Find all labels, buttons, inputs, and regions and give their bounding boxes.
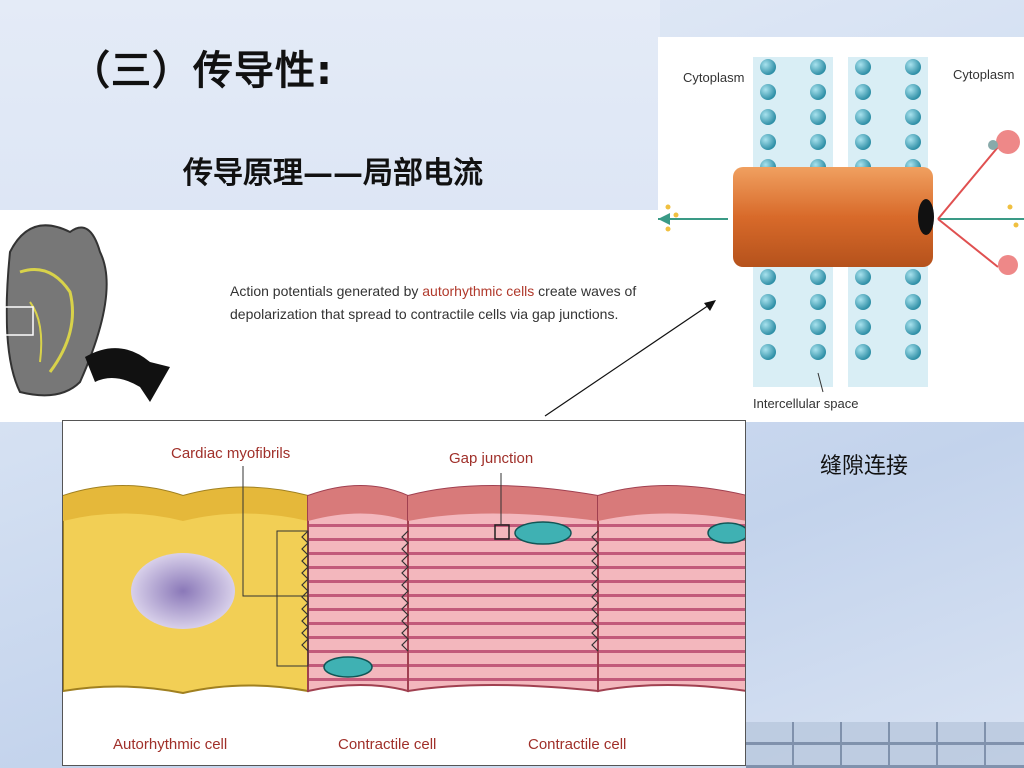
slide-title: （三）传导性: [70, 48, 333, 94]
small-molecules [665, 204, 1019, 232]
gap-junction-cn-label: 缝隙连接 [820, 454, 909, 479]
heart-illustration [4, 224, 170, 402]
contractile-cell-2-label: Contractile cell [528, 736, 627, 753]
ion-arrow-up [937, 146, 999, 220]
contractile-cell-1-label: Contractile cell [338, 736, 437, 753]
ion-arrow-down [937, 218, 999, 268]
title-band [0, 0, 660, 210]
ion-sphere [988, 140, 998, 150]
caption-text: Action potentials generated by autorhyth… [230, 280, 650, 325]
cardiac-myofibrils-label: Cardiac myofibrils [171, 445, 291, 462]
contractile-cell-2-shape [407, 485, 599, 693]
leader-line [817, 372, 824, 393]
myofibrils-bracket [276, 530, 309, 667]
contractile-cell-1-shape [307, 485, 409, 693]
caption-part2: create waves of depolarization that spre… [230, 283, 637, 322]
cardiac-cells-svg [63, 466, 745, 695]
caption-highlight: autorhythmic cells [422, 283, 535, 299]
cytoplasm-right-label: Cytoplasm [953, 67, 1014, 82]
mitochondria [323, 521, 745, 678]
autorhythmic-cell-label: Autorhythmic cell [113, 736, 228, 753]
caption-part1: Action potentials generated by [230, 283, 423, 299]
intercellular-space-label: Intercellular space [753, 396, 859, 411]
cardiac-cells-diagram: Cardiac myofibrils Gap junction Autorhyt… [62, 420, 746, 766]
myofibrils-leader [242, 466, 308, 597]
gap-junction-box [494, 524, 510, 540]
brick-decoration [746, 722, 1024, 768]
gap-junction-svg: Cytoplasm Cytoplasm Intercellular space [658, 57, 1024, 411]
ion-sphere [996, 130, 1020, 154]
connexon-channel [733, 167, 934, 267]
flow-arrow-left-head [658, 213, 670, 225]
nucleus [131, 553, 235, 629]
gap-junction-label: Gap junction [449, 450, 534, 467]
autorhythmic-cell-shape [63, 485, 309, 695]
contractile-cell-3-shape [597, 485, 745, 693]
ion-sphere [998, 255, 1018, 275]
slide-subtitle: 传导原理——局部电流 [183, 156, 483, 191]
gap-junction-diagram: Cytoplasm Cytoplasm Intercellular space [658, 37, 1024, 422]
cytoplasm-left-label: Cytoplasm [683, 70, 744, 85]
